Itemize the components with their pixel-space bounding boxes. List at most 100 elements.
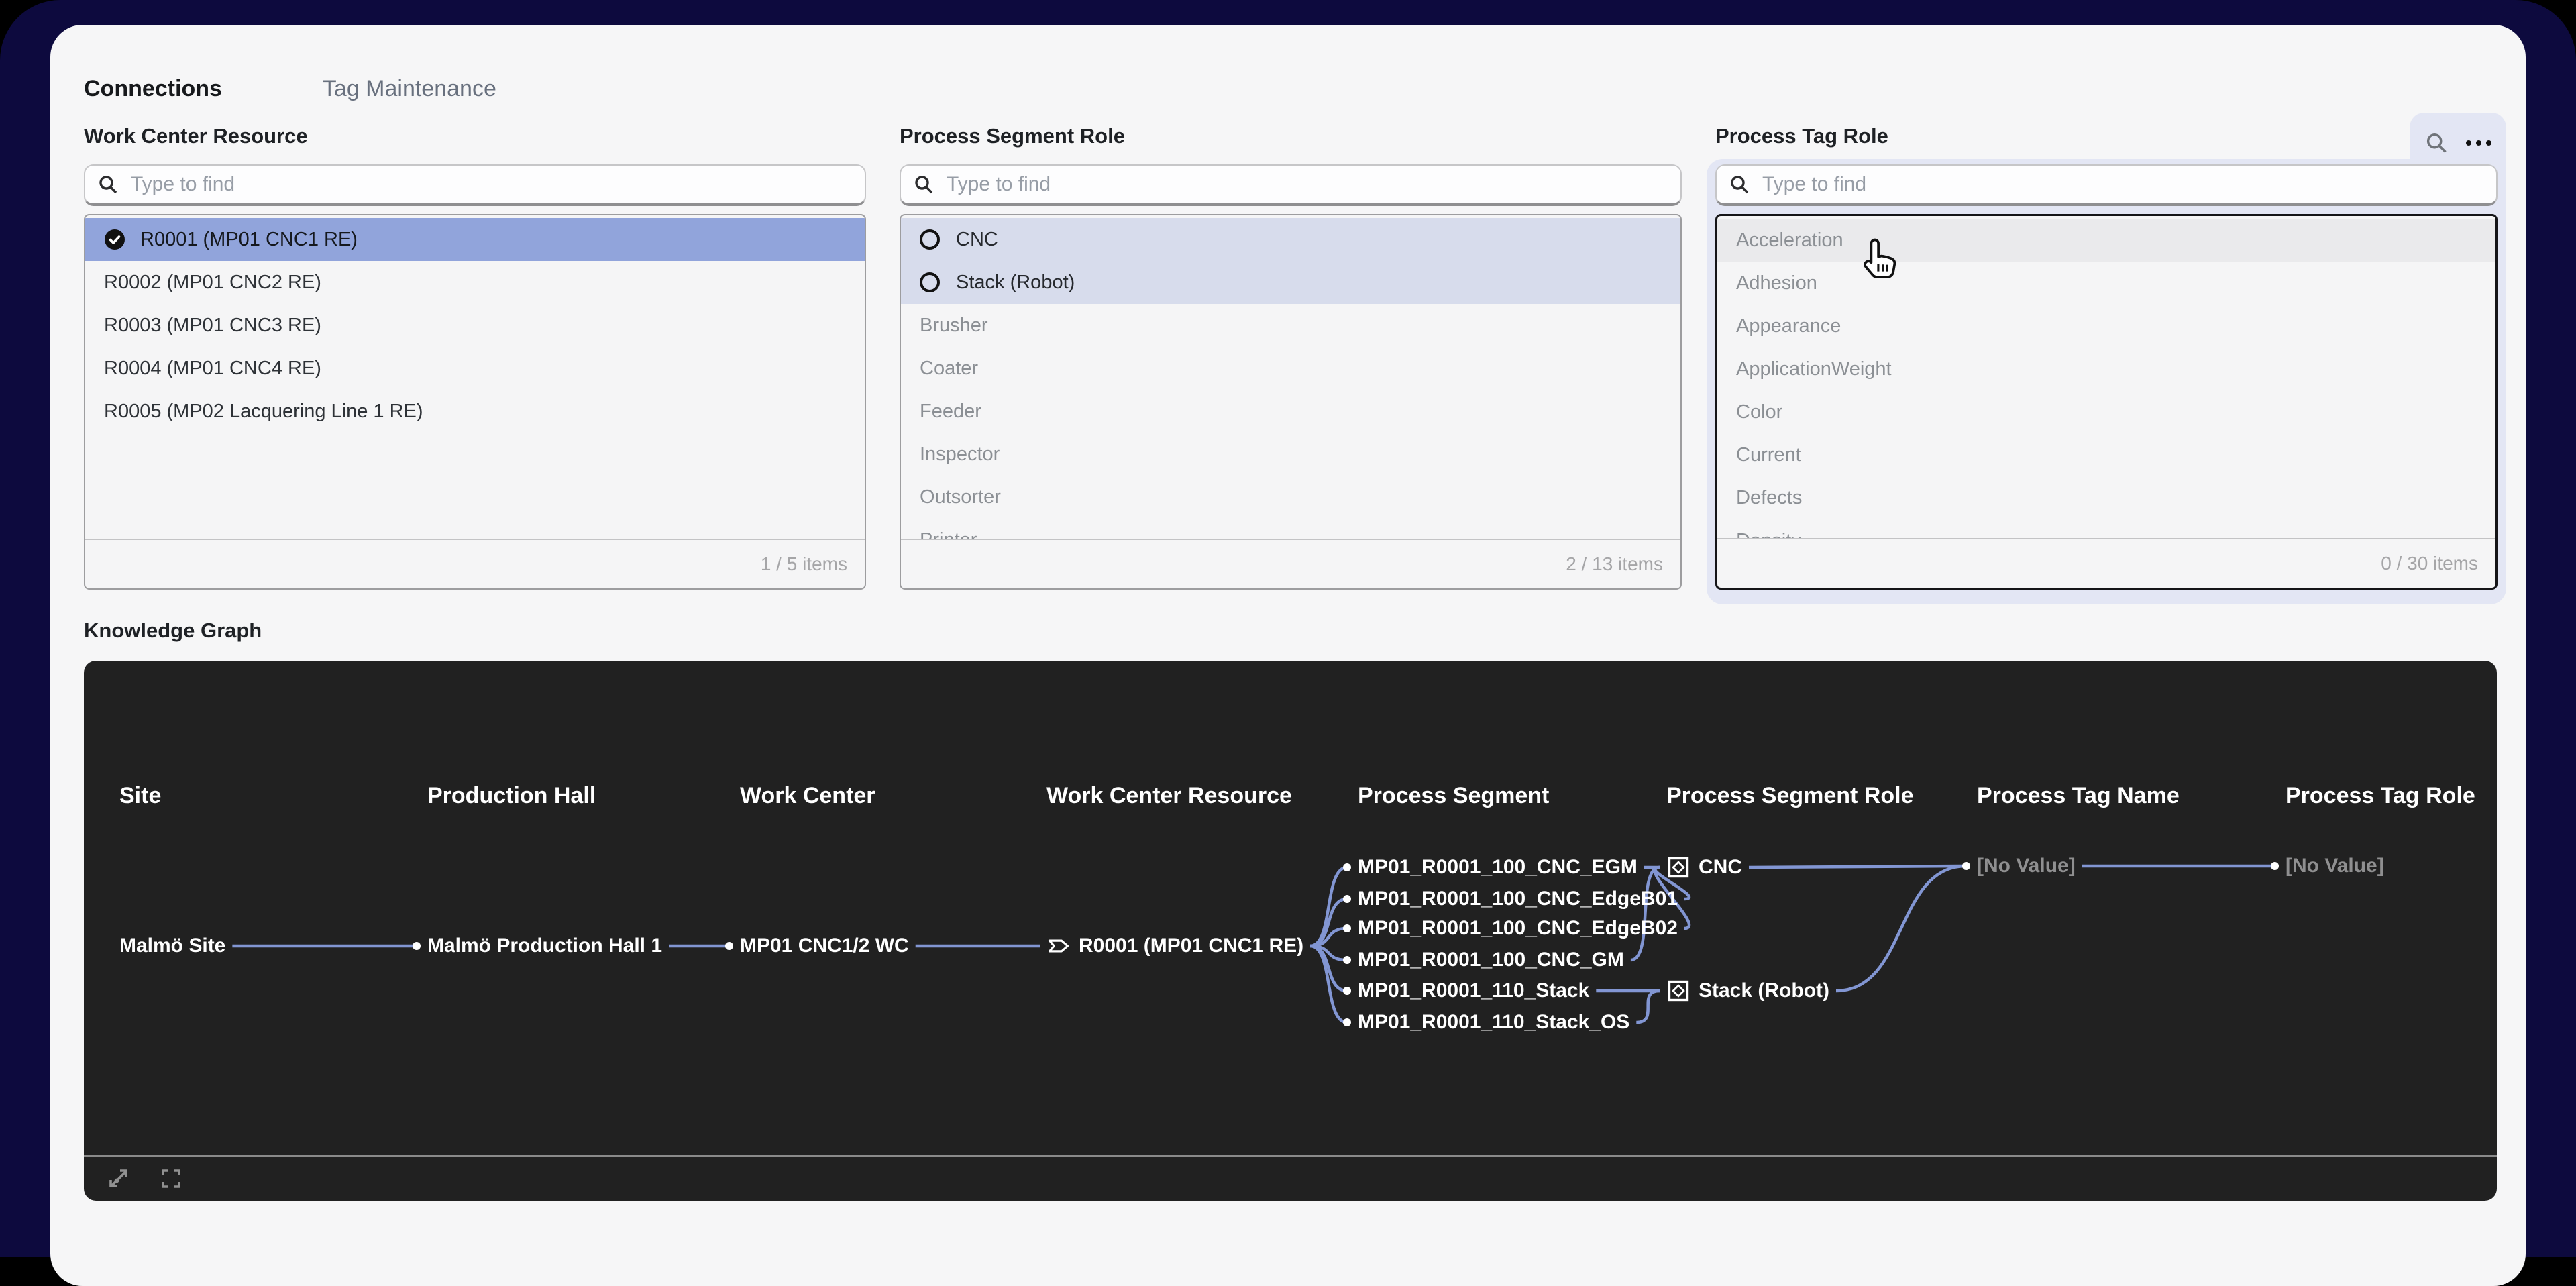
graph-node-label: MP01_R0001_110_Stack_OS [1358, 1011, 1629, 1034]
list-item[interactable]: R0004 (MP01 CNC4 RE) [85, 347, 865, 390]
column-process-tag-role: Process Tag Role AccelerationAdhesionApp… [1715, 124, 2498, 590]
list-item-label: Coater [920, 358, 978, 380]
list-item[interactable]: Color [1717, 390, 2496, 433]
tab-bar: Connections Tag Maintenance [84, 76, 496, 102]
graph-node[interactable]: MP01_R0001_110_Stack_OS [1358, 1011, 1629, 1034]
search-input[interactable] [1762, 173, 2484, 196]
fullscreen-icon[interactable] [156, 1164, 186, 1193]
search-box [900, 164, 1682, 206]
column-title: Process Segment Role [900, 124, 1682, 152]
list-item[interactable]: R0003 (MP01 CNC3 RE) [85, 304, 865, 347]
list-item-label: Brusher [920, 315, 988, 337]
list-item-label: Defects [1736, 487, 1802, 509]
graph-edge [1310, 867, 1347, 946]
list-item[interactable]: ApplicationWeight [1717, 347, 2496, 390]
graph-node-label: [No Value] [2286, 855, 2384, 877]
list-item[interactable]: R0002 (MP01 CNC2 RE) [85, 261, 865, 304]
graph-node-label: R0001 (MP01 CNC1 RE) [1079, 934, 1303, 957]
segment-role-icon [1666, 979, 1690, 1003]
graph-node-dot [1962, 862, 1970, 870]
tab-tag-maintenance[interactable]: Tag Maintenance [323, 76, 496, 102]
list-footer-count: 1 / 5 items [85, 539, 865, 588]
list-item[interactable]: R0001 (MP01 CNC1 RE) [85, 218, 865, 261]
column-title: Work Center Resource [84, 124, 866, 152]
graph-node[interactable]: Malmö Production Hall 1 [427, 934, 662, 957]
list-item[interactable]: Inspector [901, 433, 1680, 476]
list-item-label: Printer [920, 529, 977, 539]
list-item[interactable]: Density [1717, 519, 2496, 538]
search-icon [1729, 174, 1750, 195]
graph-column-header: Work Center Resource [1046, 783, 1292, 809]
list-item[interactable]: CNC [901, 218, 1680, 261]
list-item[interactable]: Defects [1717, 476, 2496, 519]
graph-node-label: MP01_R0001_100_CNC_EGM [1358, 856, 1638, 879]
graph-node[interactable]: CNC [1666, 855, 1742, 879]
graph-node-dot [413, 942, 421, 950]
list-item[interactable]: Stack (Robot) [901, 261, 1680, 304]
graph-node-dot [1343, 1018, 1351, 1026]
graph-node[interactable]: MP01_R0001_110_Stack [1358, 979, 1589, 1002]
search-input[interactable] [947, 173, 1668, 196]
graph-node[interactable]: MP01 CNC1/2 WC [740, 934, 909, 957]
search-icon [97, 174, 119, 195]
list-item-label: Acceleration [1736, 229, 1843, 252]
list-item-label: R0003 (MP01 CNC3 RE) [104, 315, 321, 337]
list-item[interactable]: Appearance [1717, 305, 2496, 347]
graph-node-dot [725, 942, 733, 950]
graph-node[interactable]: Malmö Site [119, 934, 225, 957]
graph-node-label: [No Value] [1977, 855, 2076, 877]
list-item[interactable]: Adhesion [1717, 262, 2496, 305]
list-body: R0001 (MP01 CNC1 RE) R0002 (MP01 CNC2 RE)… [85, 215, 865, 539]
graph-column-header: Process Segment [1358, 783, 1549, 809]
graph-node-dot [1343, 956, 1351, 964]
graph-node[interactable]: [No Value] [2286, 855, 2384, 877]
list-item[interactable]: Brusher [901, 304, 1680, 347]
graph-edge [1836, 866, 1966, 991]
list-item[interactable]: Feeder [901, 390, 1680, 433]
main-card: Connections Tag Maintenance Work Center … [50, 25, 2526, 1286]
graph-node[interactable]: MP01_R0001_100_CNC_EdgeB01 [1358, 888, 1678, 910]
list-item[interactable]: Outsorter [901, 476, 1680, 519]
list-item[interactable]: Printer [901, 519, 1680, 539]
graph-node-dot [1343, 895, 1351, 903]
list-item-label: R0001 (MP01 CNC1 RE) [140, 229, 358, 251]
graph-edge [1310, 946, 1347, 1022]
radio-icon [920, 272, 940, 292]
graph-node[interactable]: R0001 (MP01 CNC1 RE) [1046, 934, 1303, 958]
list-item-label: R0005 (MP02 Lacquering Line 1 RE) [104, 400, 423, 423]
graph-node[interactable]: Stack (Robot) [1666, 979, 1829, 1003]
graph-node-label: Stack (Robot) [1699, 979, 1829, 1002]
list-item-label: Outsorter [920, 486, 1001, 508]
column-process-segment-role: Process Segment Role CNC Stack (Robot) Bru… [900, 124, 1682, 590]
graph-node-label: MP01_R0001_110_Stack [1358, 979, 1589, 1002]
list-item[interactable]: R0005 (MP02 Lacquering Line 1 RE) [85, 390, 865, 433]
graph-node-dot [1343, 863, 1351, 871]
graph-node[interactable]: MP01_R0001_100_CNC_EdgeB02 [1358, 917, 1678, 940]
list-item-label: Appearance [1736, 315, 1841, 337]
graph-node-dot [1343, 924, 1351, 932]
graph-edges [84, 661, 2497, 1201]
list-item[interactable]: Current [1717, 433, 2496, 476]
fit-to-view-icon[interactable] [104, 1164, 133, 1193]
list-item[interactable]: Coater [901, 347, 1680, 390]
tab-connections[interactable]: Connections [84, 76, 222, 102]
search-input[interactable] [131, 173, 853, 196]
graph-node[interactable]: MP01_R0001_100_CNC_GM [1358, 949, 1624, 971]
graph-node-dot [2271, 862, 2279, 870]
list-item-label: CNC [956, 229, 998, 251]
graph-column-header: Process Segment Role [1666, 783, 1913, 809]
check-circle-icon [104, 229, 125, 250]
list-item[interactable]: Acceleration [1717, 219, 2496, 262]
graph-node-label: MP01_R0001_100_CNC_EdgeB01 [1358, 888, 1678, 910]
graph-column-header: Work Center [740, 783, 875, 809]
graph-node[interactable]: [No Value] [1977, 855, 2076, 877]
graph-node[interactable]: MP01_R0001_100_CNC_EGM [1358, 856, 1638, 879]
list-item-label: Density [1736, 530, 1801, 539]
list-item-label: Stack (Robot) [956, 272, 1075, 294]
list-item-label: Current [1736, 444, 1801, 466]
